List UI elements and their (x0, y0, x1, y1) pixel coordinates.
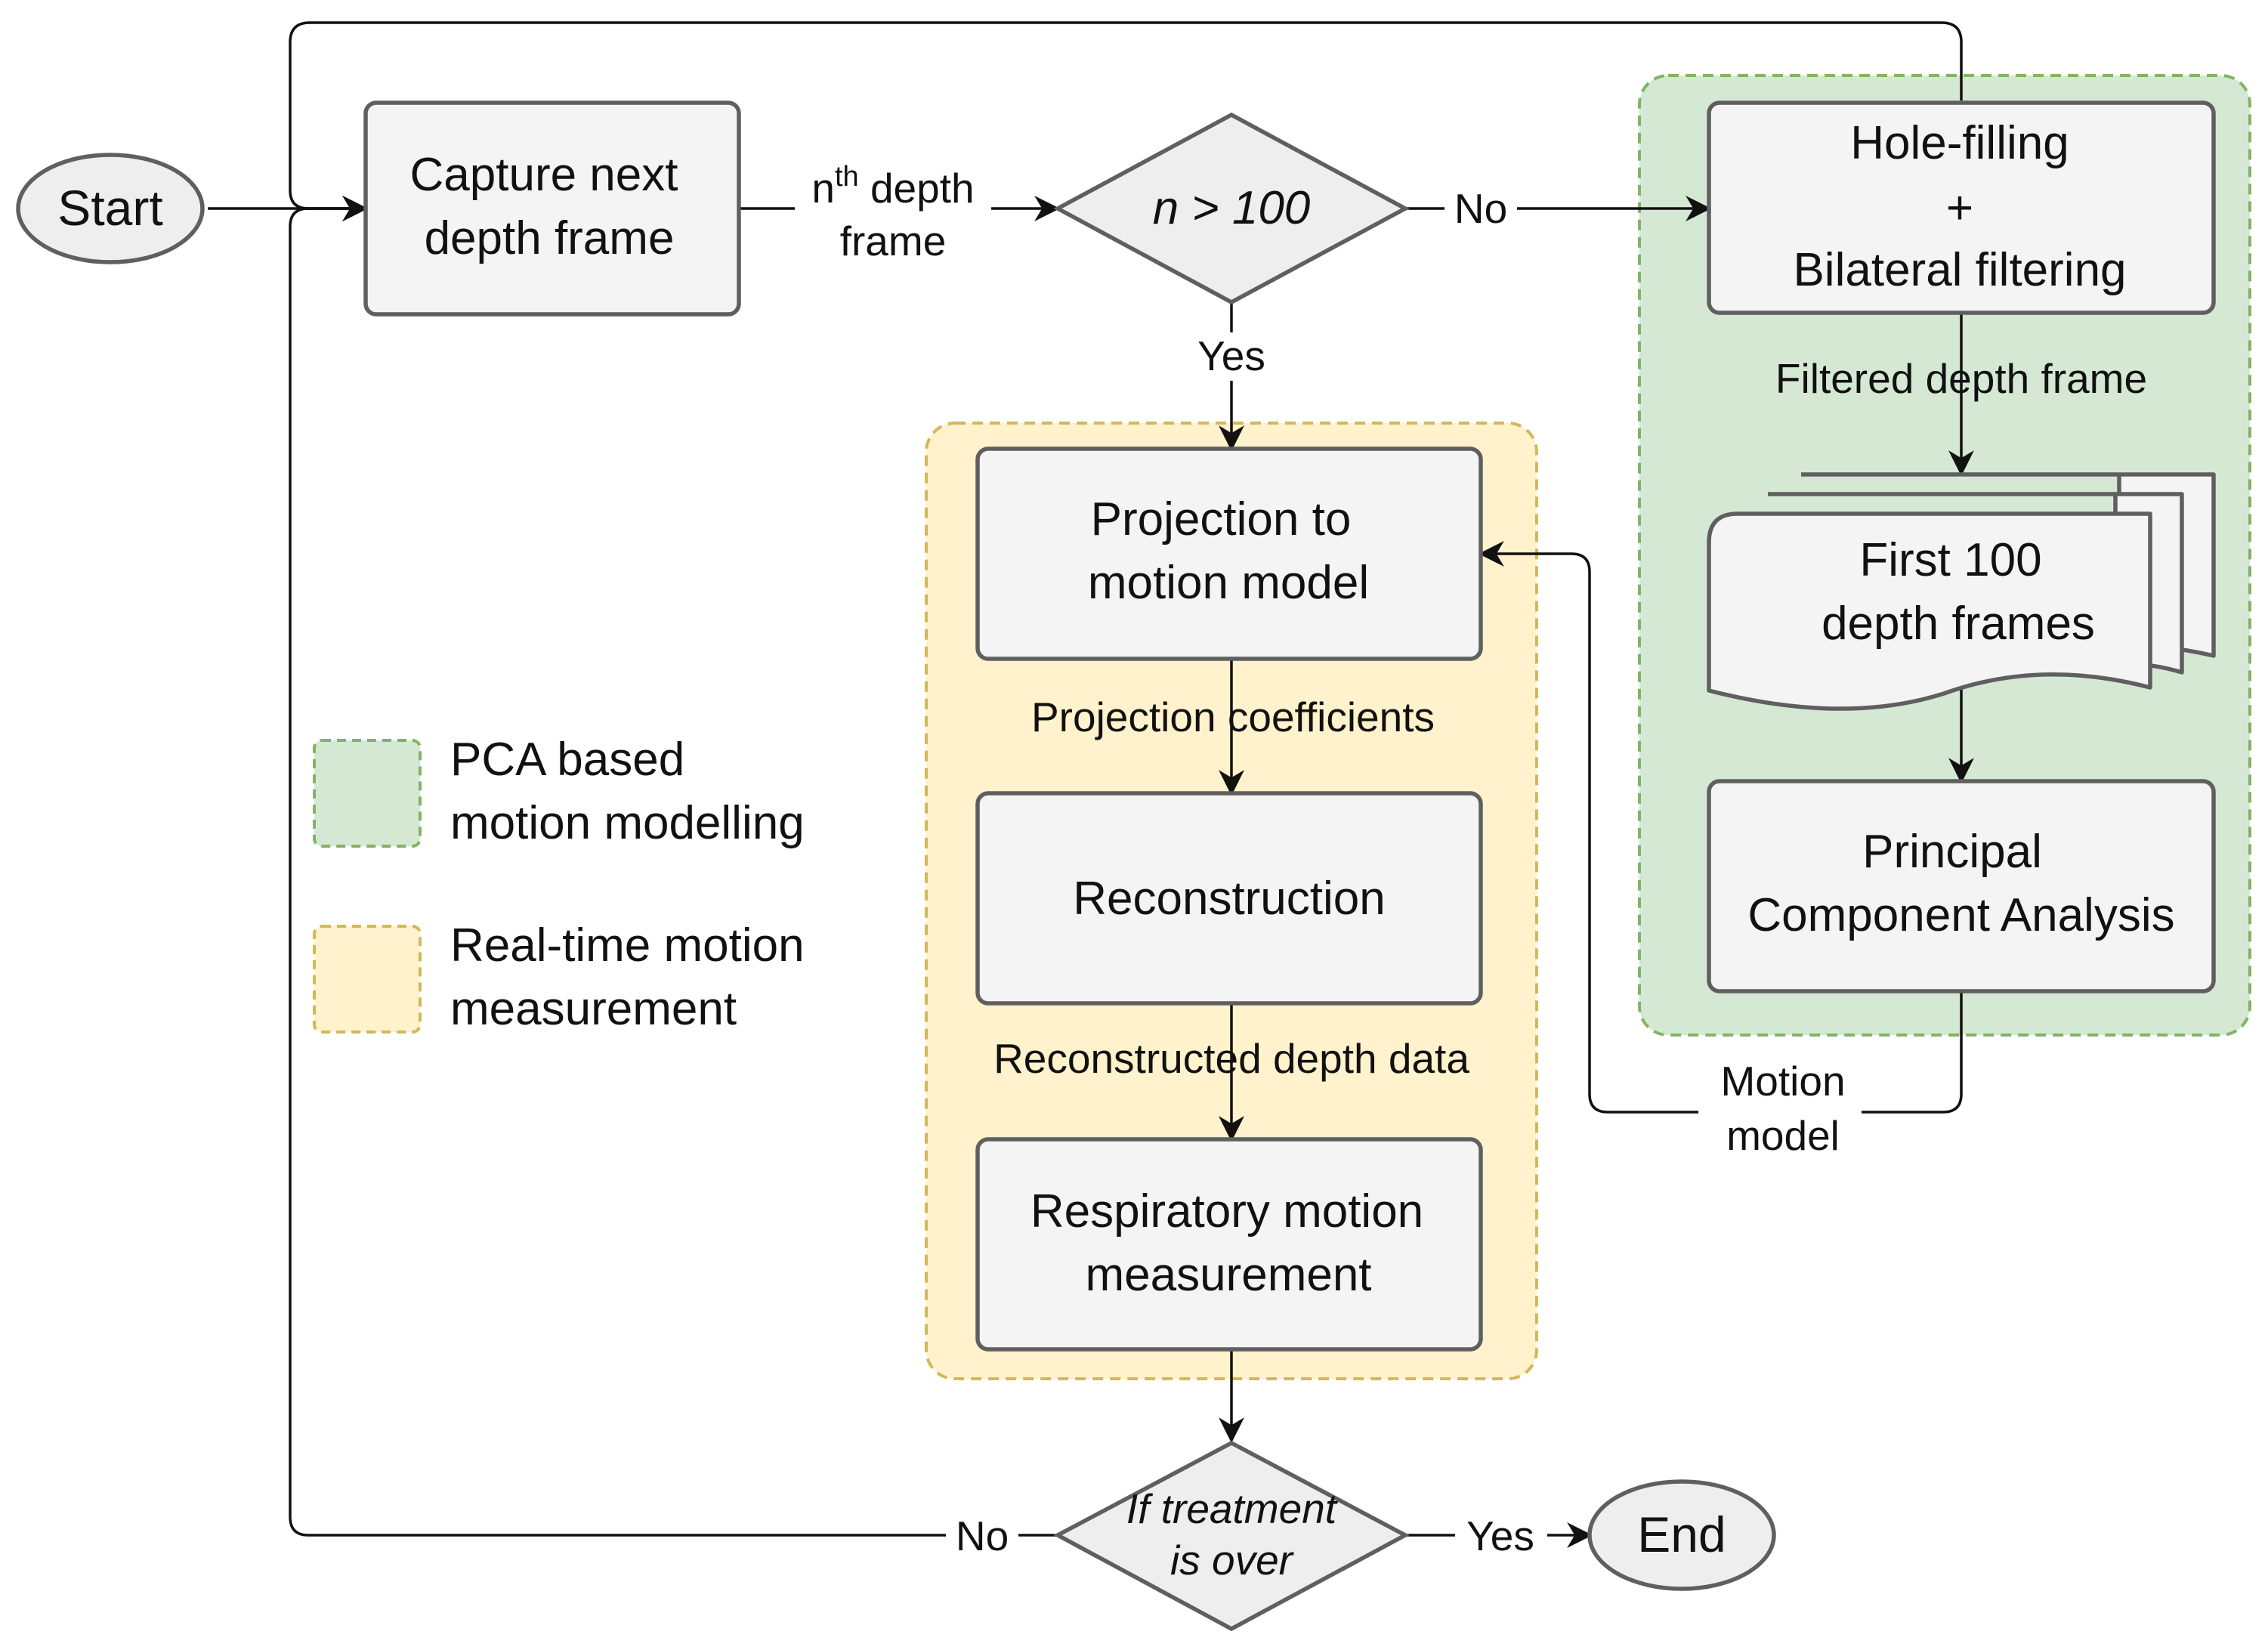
label-model: model (1726, 1112, 1840, 1159)
svg-text:Start: Start (57, 180, 162, 236)
edge-pca-projection (1478, 541, 1963, 1114)
edges (208, 21, 1974, 1548)
node-start: Start (16, 153, 205, 264)
legend-label-realtime-2: measurement (450, 983, 737, 1035)
node-respiratory: Respiratory motion measurement (975, 1137, 1483, 1352)
edge-treatment-loop (289, 196, 1056, 1537)
legend-swatch-realtime (313, 925, 422, 1034)
edge-holefill-loop (289, 21, 1963, 221)
legend-label-pca-2: motion modelling (450, 797, 805, 849)
svg-text:is over: is over (1170, 1537, 1295, 1584)
svg-text:Respiratory motion: Respiratory motion (1030, 1185, 1423, 1238)
svg-text:End: End (1637, 1506, 1726, 1562)
node-end: End (1587, 1479, 1776, 1591)
svg-text:Projection to: Projection to (1091, 493, 1352, 545)
label-no-bottom: No (956, 1512, 1009, 1559)
node-reconstruction: Reconstruction (975, 791, 1483, 1006)
svg-text:Bilateral filtering: Bilateral filtering (1793, 244, 2126, 296)
svg-text:motion model: motion model (1088, 557, 1369, 609)
svg-text:n > 100: n > 100 (1153, 182, 1311, 234)
svg-text:First 100: First 100 (1859, 534, 2041, 586)
node-holefill: Hole-filling + Bilateral filtering (1707, 100, 2216, 315)
svg-text:+: + (1946, 182, 1973, 234)
node-pca: Principal Component Analysis (1707, 779, 2216, 993)
svg-text:Capture next: Capture next (410, 149, 678, 201)
node-decision-treatment: If treatment is over (1053, 1440, 1410, 1632)
node-first100: First 100 depth frames (1707, 472, 2216, 711)
label-filtered-depth-frame: Filtered depth frame (1775, 355, 2147, 402)
svg-text:If treatment: If treatment (1126, 1485, 1339, 1532)
label-nth-depth-frame: nth depth (811, 161, 974, 212)
label-yes-down: Yes (1197, 332, 1265, 379)
legend-swatch-pca (313, 739, 422, 848)
node-projection: Projection to motion model (975, 446, 1483, 661)
label-no-top: No (1454, 185, 1507, 232)
label-yes-end: Yes (1466, 1512, 1534, 1559)
svg-text:depth frame: depth frame (425, 212, 675, 264)
svg-text:Hole-filling: Hole-filling (1850, 117, 2069, 169)
legend: PCA based motion modelling Real-time mot… (313, 734, 805, 1035)
label-nth-frame: frame (840, 218, 947, 264)
svg-text:Principal: Principal (1862, 826, 2042, 878)
label-reconstructed-depth-data: Reconstructed depth data (993, 1035, 1469, 1082)
legend-label-realtime-1: Real-time motion (450, 919, 805, 972)
edge-labels: nth depth frame No Yes Filtered depth fr… (795, 160, 2147, 1559)
label-projection-coefficients: Projection coefficients (1031, 694, 1435, 740)
node-capture: Capture next depth frame (363, 100, 741, 317)
svg-text:Reconstruction: Reconstruction (1073, 873, 1386, 925)
svg-text:Component Analysis: Component Analysis (1747, 889, 2174, 941)
legend-label-pca-1: PCA based (450, 734, 684, 786)
node-decision-n: n > 100 (1053, 112, 1410, 305)
svg-text:depth frames: depth frames (1822, 598, 2095, 650)
svg-text:measurement: measurement (1085, 1249, 1371, 1301)
label-motion: Motion (1720, 1058, 1845, 1105)
